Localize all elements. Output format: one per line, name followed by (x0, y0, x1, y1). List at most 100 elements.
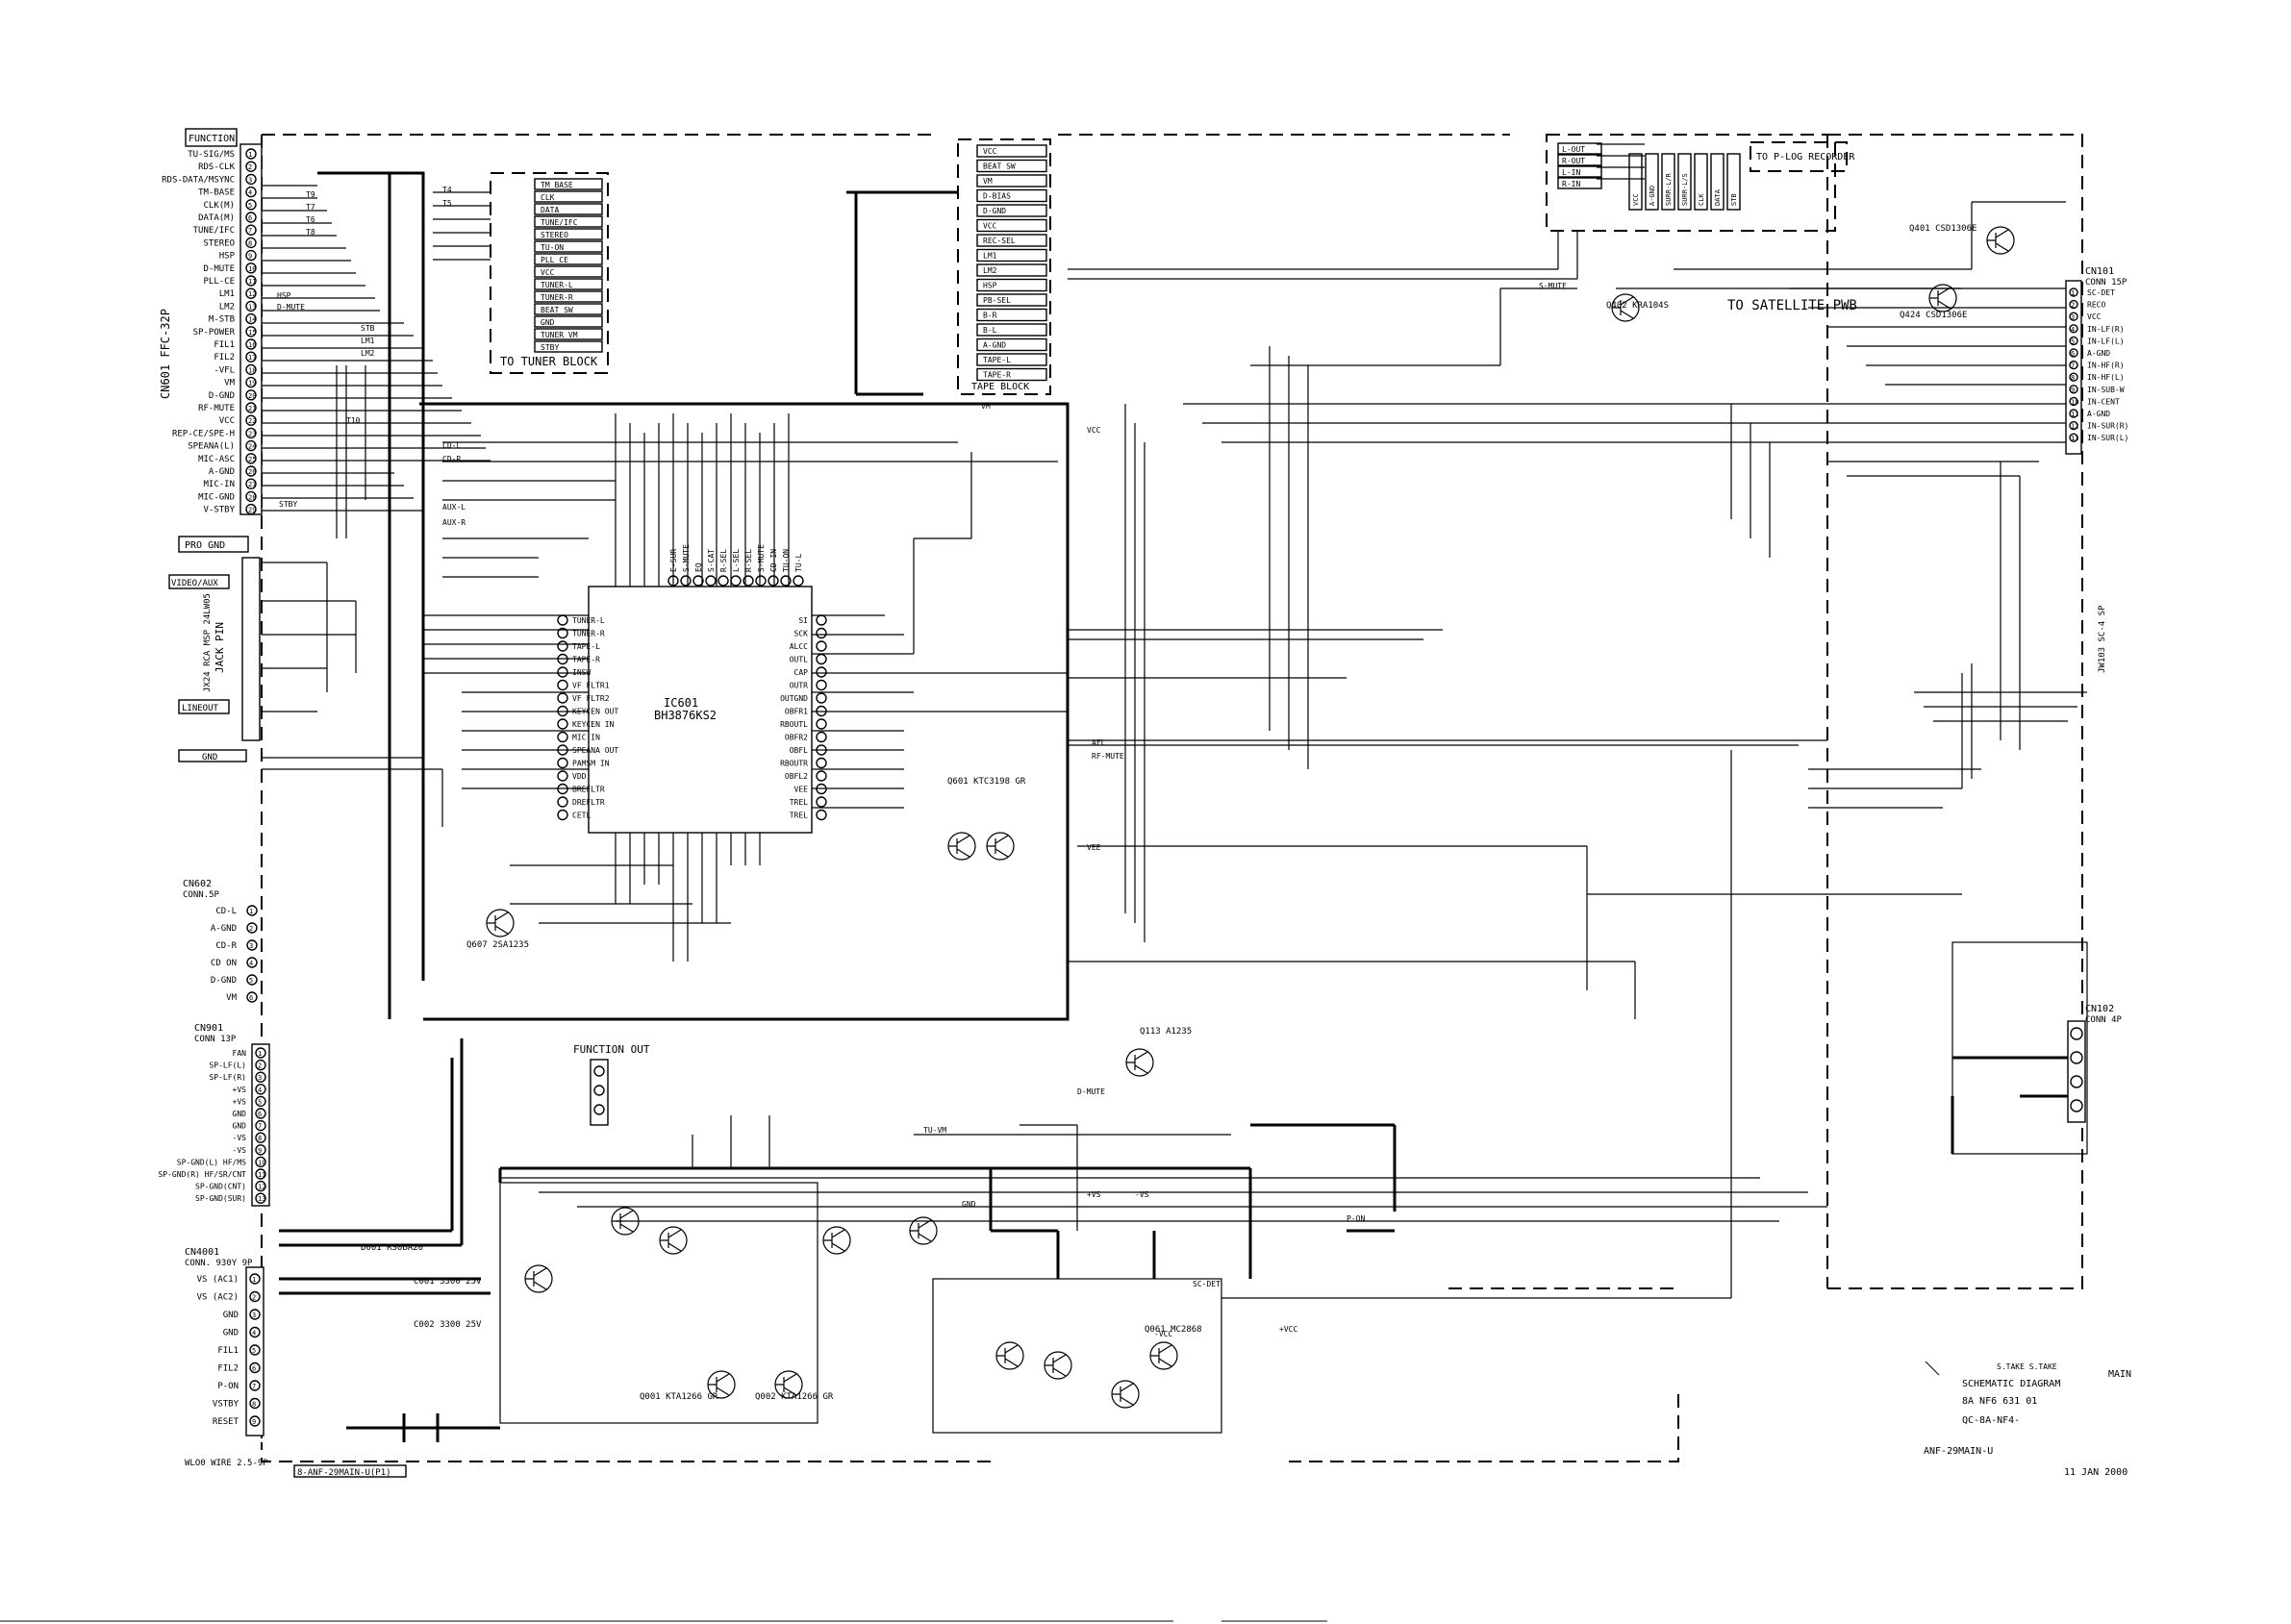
cn4001-sub: CONN. 930Y 9P (185, 1259, 253, 1268)
tuner-pin-label: TU-ON (541, 243, 564, 252)
tape-pin-box (976, 174, 1047, 187)
ic601-part: BH3876KS2 (654, 709, 717, 722)
cn601-pin-number: 6 (248, 214, 252, 222)
cn4001-pin-label: GND (223, 1311, 239, 1320)
ic601-left-pin-label: TUNER-R (572, 630, 605, 638)
cn4001-pin: 2VS (AC2) (197, 1290, 261, 1303)
ic601-top-pin: R-SEL (718, 549, 729, 587)
cn601-pin-marker (245, 173, 257, 186)
tape-pin-label: VCC (983, 147, 997, 156)
ic601-left-pin: KEYCEN IN (557, 718, 615, 730)
cn901-pin-label: SP-GND(L) HF/MS (177, 1158, 246, 1166)
cn101-pin-marker (2069, 336, 2078, 346)
cn602-pin: 5D-GND (211, 974, 258, 986)
signal-label: T8 (306, 228, 315, 237)
signal-label: T4 (442, 186, 452, 194)
cn4001-pin-label: FIL1 (217, 1346, 239, 1356)
cn601-pin-marker (245, 490, 257, 503)
cn901-pin: 4+VS (233, 1084, 266, 1095)
ic601-right-pin-label: VEE (794, 786, 809, 794)
cn901-pin-number: 3 (258, 1074, 262, 1082)
cn101-pin-number: 3 (2071, 313, 2075, 321)
surround-pin-box (1710, 153, 1725, 211)
cn4001-pin-marker (249, 1362, 261, 1374)
ic601-left-pin-marker (557, 627, 568, 639)
cn601-title: FUNCTION (189, 134, 235, 144)
cn101-pin-number: 2 (2071, 302, 2075, 310)
tuner-pin: VCC (534, 265, 603, 278)
ic601-body (588, 586, 813, 834)
cn602-pin-marker (246, 974, 258, 986)
cn602-pin-number: 5 (249, 977, 253, 985)
ic601-right-pin-label: OBFR2 (785, 734, 808, 742)
tuner-pin-box (534, 240, 603, 253)
signal-labels-top: T9T7T6T8T4T5T10HSPD-MUTESTBLM1LM2AUX-LAU… (277, 186, 1101, 527)
tuner-pin-label: DATA (541, 206, 559, 214)
cn602-pin-number: 6 (249, 994, 253, 1002)
cn102-sub: CONN 4P (2085, 1015, 2123, 1025)
cn602-pin: 6VM (226, 991, 258, 1003)
cn901-pin-number: 8 (258, 1135, 262, 1142)
cn602-pin-number: 4 (249, 960, 253, 967)
function-out: FUNCTION OUT (573, 1043, 650, 1126)
tape-pin: D-GND (976, 204, 1047, 217)
tape-pin-label: HSP (983, 282, 997, 290)
tape-block-frame (957, 138, 1051, 395)
cn602-pin: 2A-GND (211, 922, 258, 934)
jw-block-label: JW103 SC-4 SP (2098, 605, 2107, 673)
cn4001-pin-label: FIL2 (217, 1364, 239, 1374)
cn601-pin: 14M-STB (209, 312, 257, 325)
ic601-right-pin-label: TREL (790, 798, 808, 807)
cn601-pin-label: TUNE/IFC (193, 226, 235, 236)
cn601-pin-marker (245, 300, 257, 312)
cn601-pin-number: 21 (248, 405, 256, 412)
tuner-pin-label: TUNE/IFC (541, 218, 578, 227)
ic601-right-pin: OBFR2 (785, 731, 827, 743)
ic601-top-pin-label: S-MUTE (682, 544, 691, 572)
cn101-pin-marker (2069, 312, 2078, 321)
signal-label: T5 (442, 199, 452, 208)
cn4001-pin-marker (249, 1344, 261, 1356)
cn101-pin-marker (2069, 385, 2078, 394)
tape-pin-box (976, 367, 1047, 382)
cn601-pin-label: M-STB (209, 315, 235, 325)
cn601-pin-label: -VFL (214, 365, 235, 375)
cn901-pin-number: 10 (258, 1159, 265, 1166)
tape-pin-label: VM (983, 177, 993, 186)
tuner-pin-box (534, 215, 603, 228)
cn901-pin-number: 4 (258, 1087, 262, 1094)
cn601-pin-marker (245, 161, 257, 172)
cn901-pin: 3SP-LF(R) (209, 1071, 266, 1083)
cn601-pin-number: 27 (248, 481, 256, 488)
recorder-pin-label: L-IN (1562, 168, 1580, 177)
ic601-top-pin-marker (793, 575, 804, 587)
ic601-right-pin-label: SI (798, 616, 808, 625)
tape-pin-box (976, 144, 1047, 158)
cn601-pin: 18-VFL (214, 363, 257, 375)
cn601-pin-marker (245, 224, 257, 236)
tuner-pin: STBY (534, 340, 603, 353)
signal-label: -VS (1135, 1190, 1149, 1199)
cn601-connector: FUNCTION CN601 FFC-32P 1TU-SIG/MS2RDS-CL… (159, 128, 263, 515)
cn901-pin: 5+VS (233, 1095, 266, 1108)
ic601: IC601 BH3876KS2 TUNER-LTUNER-RTAPE-LTAPE… (557, 544, 827, 834)
cn601-pin-label: HSP (219, 252, 236, 262)
cn901-pin: 9-VS (233, 1144, 266, 1156)
tape-pin: REC-SEL (976, 234, 1047, 247)
transistor-symbol (1125, 1048, 1154, 1077)
cn601-pin-label: MIC-GND (198, 492, 235, 502)
cn901-pin-label: -VS (233, 1134, 247, 1142)
tape-pin-label: D-GND (983, 207, 1006, 215)
tuner-pin-box (534, 290, 603, 303)
ic601-right-pin-marker (816, 731, 827, 743)
surround-pin-label: SURR-L/S (1681, 173, 1689, 206)
